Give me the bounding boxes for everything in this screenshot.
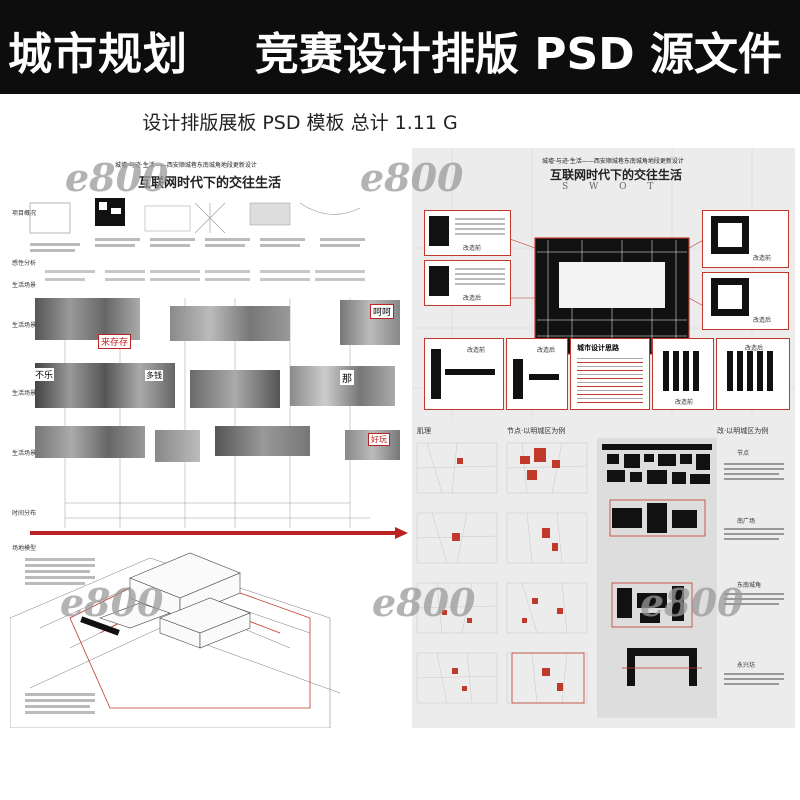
side-label: 南广场 (737, 518, 756, 525)
before-panel: 改造前 (424, 338, 504, 410)
left-board-graphics (10, 198, 408, 728)
photo-sign: 多钱 (145, 370, 163, 381)
watermark-logo: e800 (640, 580, 744, 625)
scene-photo (35, 426, 145, 458)
side-label: 永兴坊 (737, 662, 756, 669)
right-board-top-line: 城墟·与迹·生活——西安顺城巷东南城角地段更新设计 (542, 158, 684, 165)
left-board: 城墟·与迹·生活——西安顺城巷东南城角地段更新设计 互联网时代下的交往生活 项目… (10, 148, 410, 728)
watermark-logo: e800 (65, 155, 169, 200)
after-caption: 改造后 (463, 295, 482, 302)
swot-letters: S W O T (562, 182, 663, 192)
scene-photo (35, 298, 140, 340)
photo-sign: 呵呵 (370, 304, 395, 319)
before-panel: 改造前 (424, 210, 511, 256)
before-caption: 改造前 (463, 245, 482, 252)
after-caption: 改造后 (753, 317, 772, 324)
scene-photo (190, 370, 280, 408)
after-caption: 改造后 (537, 347, 556, 354)
before-panel: 改造前 (652, 338, 714, 410)
fabric-column-heading: 肌理 (417, 427, 431, 435)
before-panel: 改造前 (702, 210, 789, 268)
design-approach-heading: 城市设计思路 (577, 343, 619, 352)
after-panel: 改造后 (702, 272, 789, 330)
section-label: 场地模型 (12, 545, 37, 552)
photo-sign: 来存存 (98, 334, 132, 349)
after-panel: 改造后 (424, 260, 511, 306)
before-caption: 改造前 (753, 255, 772, 262)
scene-photo (215, 426, 310, 456)
section-label: 时间分布 (12, 510, 37, 517)
photo-sign: 那 (340, 370, 354, 385)
section-label: 生活场景 (12, 450, 37, 457)
after-caption: 改造后 (745, 345, 764, 352)
section-label: 生活场景 (12, 282, 37, 289)
section-label: 生活场景 (12, 322, 37, 329)
right-board-graphics (412, 148, 795, 718)
banner-left-title: 城市规划 (8, 29, 188, 80)
after-panel: 改造后 (716, 338, 790, 410)
watermark-logo: e800 (372, 580, 476, 625)
before-caption: 改造前 (467, 347, 486, 354)
section-label: 感性分析 (12, 260, 37, 267)
right-board-title: 互联网时代下的交往生活 (550, 168, 683, 182)
section-label: 生活场景 (12, 390, 37, 397)
right-board: 城墟·与迹·生活——西安顺城巷东南城角地段更新设计 互联网时代下的交往生活 S … (412, 148, 795, 728)
section-label: 项目概况 (12, 210, 37, 217)
watermark-logo: e800 (360, 155, 464, 200)
watermark-logo: e800 (60, 580, 164, 625)
block-heading: 改·以明城区为例 (717, 427, 769, 435)
after-panel: 改造后 (506, 338, 568, 410)
banner-right-title: 竞赛设计排版 PSD 源文件 (254, 29, 782, 80)
subtitle: 设计排版展板 PSD 模板 总计 1.11 G (142, 112, 458, 134)
left-board-title: 互联网时代下的交往生活 (138, 176, 282, 191)
node-grid-heading: 节点·以明城区为例 (507, 427, 566, 435)
side-label: 东南城角 (737, 582, 762, 589)
left-board-top-line: 城墟·与迹·生活——西安顺城巷东南城角地段更新设计 (115, 162, 257, 169)
scene-photo (155, 430, 200, 462)
scene-photo (170, 306, 290, 341)
design-approach-panel: 城市设计思路 (570, 338, 650, 410)
photo-sign: 不乐 (34, 368, 55, 381)
side-label: 节点 (737, 450, 750, 457)
top-banner: 城市规划 竞赛设计排版 PSD 源文件 (0, 0, 800, 94)
photo-sign: 好玩 (368, 433, 390, 446)
before-caption: 改造前 (675, 399, 694, 406)
